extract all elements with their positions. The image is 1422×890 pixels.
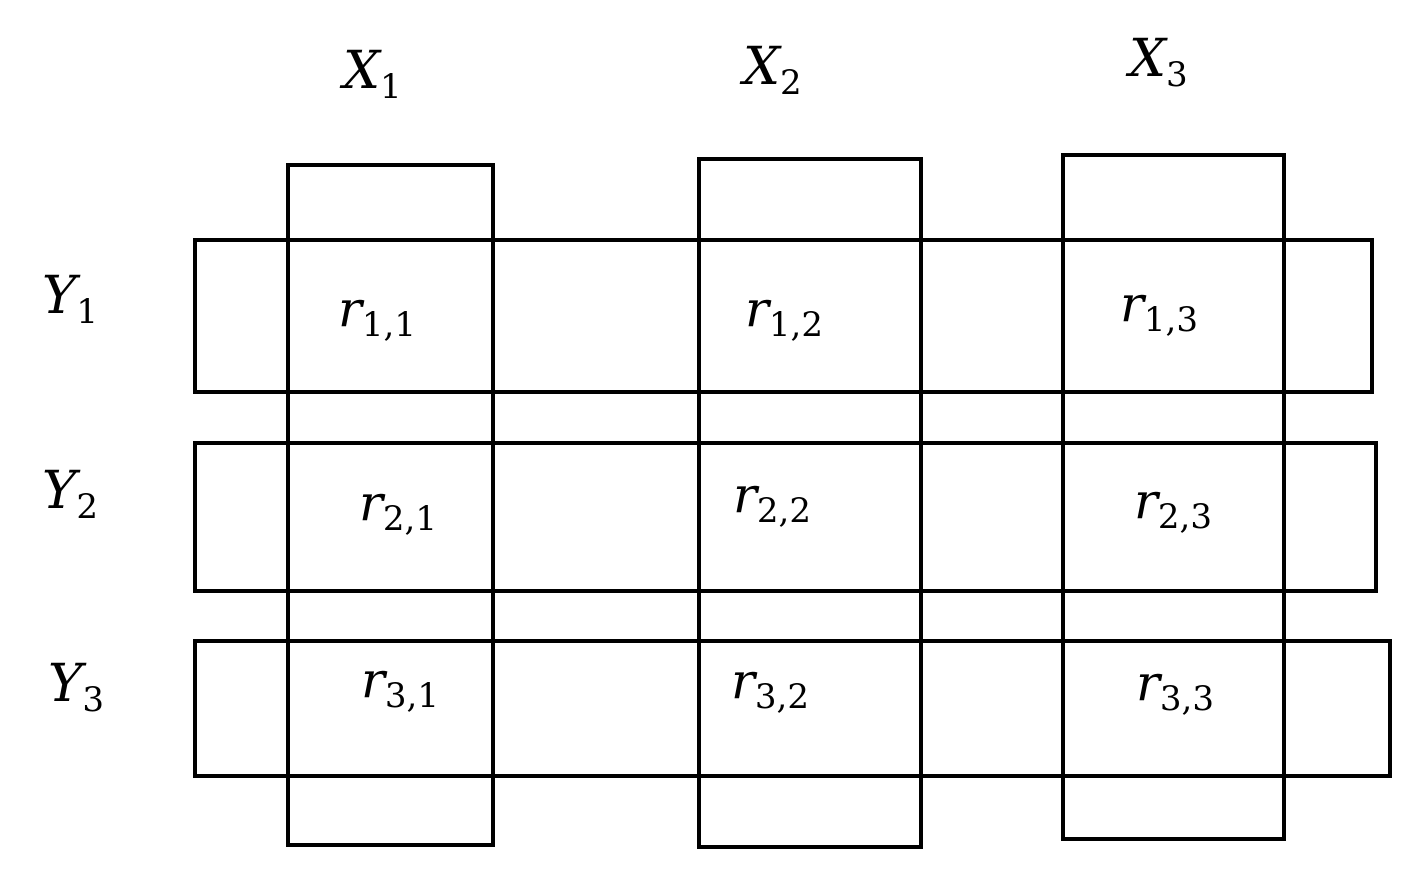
row-rect-y2 (193, 441, 1378, 593)
column-label-x1: X1 (339, 41, 402, 107)
cell-label-r22: r2,2 (733, 466, 811, 531)
row-label-y1: Y1 (42, 266, 98, 332)
row-label-y3: Y3 (48, 654, 104, 720)
cell-label-r23: r2,3 (1134, 472, 1212, 537)
row-rect-y1 (193, 238, 1374, 394)
column-rect-x3 (1061, 153, 1286, 841)
cell-label-r11: r1,1 (338, 280, 416, 345)
row-label-y2: Y2 (42, 461, 98, 527)
cell-label-r21: r2,1 (359, 474, 437, 539)
cell-label-r13: r1,3 (1120, 275, 1198, 340)
column-rect-x2 (697, 157, 923, 849)
cell-label-r12: r1,2 (745, 280, 823, 345)
column-label-x2: X2 (739, 37, 802, 103)
column-rect-x1 (286, 163, 495, 847)
column-label-x3: X3 (1125, 29, 1188, 95)
cell-label-r31: r3,1 (361, 651, 439, 716)
cell-label-r33: r3,3 (1136, 654, 1214, 719)
cell-label-r32: r3,2 (731, 652, 809, 717)
row-rect-y3 (193, 639, 1392, 778)
